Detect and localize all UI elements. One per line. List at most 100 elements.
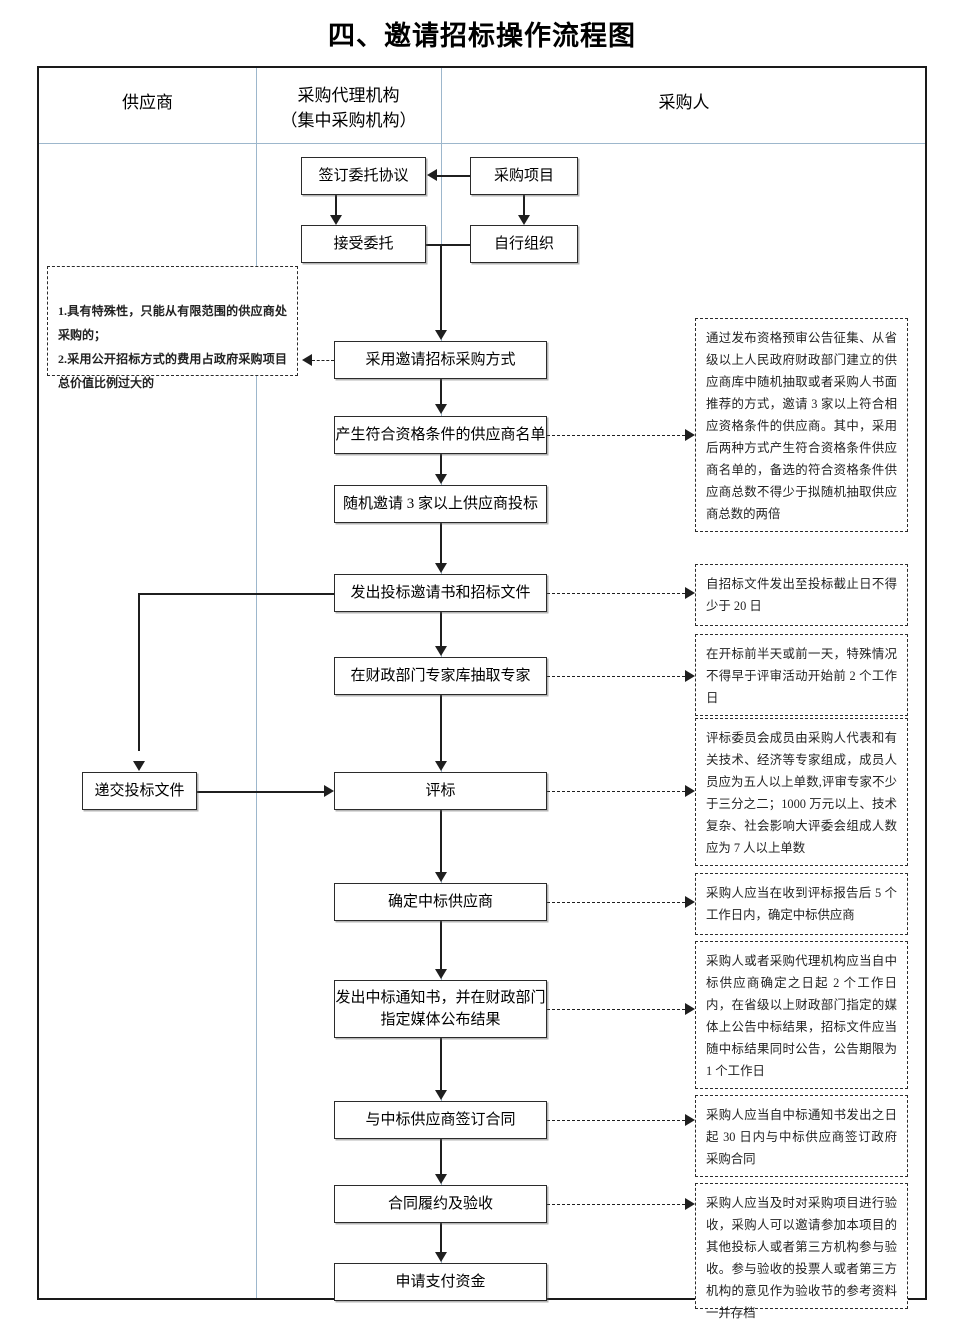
node-label: 与中标供应商签订合同 [365, 1112, 516, 1128]
connector-contract-to-acceptance [440, 1139, 442, 1174]
note-text: 采购人应当在收到评标报告后 5 个工作日内，确定中标供应商 [706, 886, 897, 922]
connector-issue-to-submit-v [138, 593, 140, 751]
arrowhead-right-to-contract-note [685, 1114, 695, 1126]
connector-evaluation-to-determine [440, 810, 442, 872]
node-contract-performance-acceptance[interactable]: 合同履约及验收 [334, 1185, 547, 1223]
connector-adopt-to-conditions-note [312, 360, 334, 361]
connector-merge-down [440, 244, 442, 331]
arrowhead-down-to-evaluation [435, 761, 447, 771]
note-text: 采购人应当及时对采购项目进行验收，采购人可以邀请参加本项目的其他投标人或者第三方… [706, 1196, 897, 1320]
arrowhead-right-to-experts-note [685, 670, 695, 682]
node-label: 接受委托 [333, 236, 394, 252]
connector-contract-to-note [547, 1120, 685, 1121]
note-supplier-list-generation: 通过发布资格预审公告征集、从省级以上人民政府财政部门建立的供应商库中随机抽取或者… [695, 318, 908, 532]
connector-adopt-to-list [440, 379, 442, 405]
node-determine-winning-supplier[interactable]: 确定中标供应商 [334, 883, 547, 921]
connector-project-to-sign [437, 175, 470, 177]
node-label: 发出中标通知书，并在财政部门 指定媒体公布结果 [335, 990, 546, 1028]
node-accept-entrust[interactable]: 接受委托 [301, 225, 426, 263]
arrowhead-down-to-notice [435, 969, 447, 979]
node-label: 采用邀请招标采购方式 [365, 352, 516, 368]
note-expert-draw-time: 在开标前半天或前一天，特殊情况不得早于评审活动开始前 2 个工作日 [695, 634, 908, 716]
note-determine-winner-time: 采购人应当在收到评标报告后 5 个工作日内，确定中标供应商 [695, 873, 908, 935]
connector-submit-to-evaluation [197, 791, 324, 793]
connector-list-to-invite [440, 454, 442, 475]
node-sign-entrust-agreement[interactable]: 签订委托协议 [301, 157, 426, 195]
arrowhead-down-to-determine [435, 872, 447, 882]
arrowhead-down-to-experts [435, 646, 447, 656]
node-draw-experts[interactable]: 在财政部门专家库抽取专家 [334, 657, 547, 695]
node-bid-evaluation[interactable]: 评标 [334, 772, 547, 810]
node-label: 申请支付资金 [395, 1274, 486, 1290]
connector-notice-to-note [547, 1009, 685, 1010]
flowchart-frame: 供应商 采购代理机构 （集中采购机构） 采购人 签订委托协议 采购项目 接受委托… [37, 66, 927, 1320]
node-label: 随机邀请 3 家以上供应商投标 [342, 496, 538, 512]
arrowhead-right-to-committee-note [685, 785, 695, 797]
node-apply-payment[interactable]: 申请支付资金 [334, 1263, 547, 1301]
lane-header-purchaser-label: 采购人 [658, 93, 710, 112]
arrowhead-down-to-payment [435, 1252, 447, 1262]
node-sign-contract[interactable]: 与中标供应商签订合同 [334, 1101, 547, 1139]
node-adopt-invited-bidding[interactable]: 采用邀请招标采购方式 [334, 341, 547, 379]
note-text: 在开标前半天或前一天，特殊情况不得早于评审活动开始前 2 个工作日 [706, 647, 897, 705]
node-label: 在财政部门专家库抽取专家 [350, 668, 531, 684]
arrowhead-down-to-contract [435, 1090, 447, 1100]
lane-header-supplier-label: 供应商 [122, 93, 173, 112]
lane-header-agency: 采购代理机构 （集中采购机构） [256, 83, 441, 133]
lane-header-supplier: 供应商 [39, 90, 256, 115]
lane-header-agency-label: 采购代理机构 [297, 86, 400, 105]
node-issue-invitation-and-documents[interactable]: 发出投标邀请书和招标文件 [334, 574, 547, 612]
node-label: 签订委托协议 [318, 168, 409, 184]
node-label: 合同履约及验收 [387, 1196, 493, 1212]
node-label: 自行组织 [493, 236, 554, 252]
note-acceptance: 采购人应当及时对采购项目进行验收，采购人可以邀请参加本项目的其他投标人或者第三方… [695, 1183, 908, 1320]
connector-notice-to-contract [440, 1038, 442, 1090]
note-announce-result: 采购人或者采购代理机构应当自中标供应商确定之日起 2 个工作日内，在省级以上财政… [695, 941, 908, 1089]
node-submit-bid-documents[interactable]: 递交投标文件 [82, 772, 197, 810]
lane-header-purchaser: 采购人 [441, 90, 927, 115]
connector-acceptance-to-payment [440, 1223, 442, 1252]
node-label: 发出投标邀请书和招标文件 [350, 585, 531, 601]
connector-experts-to-note [547, 676, 685, 677]
arrowhead-right-to-determine-note [685, 896, 695, 908]
connector-acceptance-to-note [547, 1204, 685, 1205]
note-invited-bidding-conditions: 1.具有特殊性，只能从有限范围的供应商处采购的； 2.采用公开招标方式的费用占政… [47, 266, 298, 390]
arrowhead-down-to-adopt [435, 330, 447, 340]
arrowhead-left-to-conditions-note [302, 354, 312, 366]
node-label: 采购项目 [493, 168, 554, 184]
node-label: 确定中标供应商 [387, 894, 493, 910]
arrowhead-right-to-acceptance-note [685, 1198, 695, 1210]
node-issue-award-notice[interactable]: 发出中标通知书，并在财政部门 指定媒体公布结果 [334, 980, 547, 1038]
node-self-organize[interactable]: 自行组织 [470, 225, 578, 263]
arrowhead-down-to-list [435, 404, 447, 414]
note-evaluation-committee: 评标委员会成员由采购人代表和有关技术、经济等专家组成，成员人员应为五人以上单数,… [695, 718, 908, 866]
node-label: 递交投标文件 [94, 783, 185, 799]
arrowhead-down-to-invite [435, 474, 447, 484]
arrowhead-down-to-issue [435, 563, 447, 573]
note-contract-signing-time: 采购人应当自中标通知书发出之日起 30 日内与中标供应商签订政府采购合同 [695, 1095, 908, 1177]
arrowhead-right-to-deadline-note [685, 587, 695, 599]
connector-evaluation-to-note [547, 791, 685, 792]
node-label: 评标 [425, 783, 456, 799]
node-procurement-project[interactable]: 采购项目 [470, 157, 578, 195]
arrowhead-down-to-submit [133, 761, 145, 771]
arrowhead-right-to-evaluation [324, 785, 334, 797]
note-text: 采购人应当自中标通知书发出之日起 30 日内与中标供应商签订政府采购合同 [706, 1108, 897, 1166]
connector-experts-to-evaluation [440, 695, 442, 761]
note-bid-deadline: 自招标文件发出至投标截止日不得少于 20 日 [695, 564, 908, 626]
node-generate-qualified-supplier-list[interactable]: 产生符合资格条件的供应商名单 [334, 416, 547, 454]
lane-header-agency-sublabel: （集中采购机构） [280, 111, 417, 130]
lane-divider-supplier-agency [256, 68, 257, 1298]
arrowhead-down-to-accept [330, 215, 342, 225]
connector-project-to-self-organize [523, 195, 525, 217]
connector-invite-to-issue [440, 523, 442, 564]
connector-issue-to-submit-h [138, 593, 334, 595]
connector-determine-to-notice [440, 921, 442, 969]
note-text: 通过发布资格预审公告征集、从省级以上人民政府财政部门建立的供应商库中随机抽取或者… [706, 331, 897, 521]
page-title: 四、邀请招标操作流程图 [328, 21, 636, 51]
node-label: 产生符合资格条件的供应商名单 [335, 427, 546, 443]
note-text: 1.具有特殊性，只能从有限范围的供应商处采购的； 2.采用公开招标方式的费用占政… [58, 304, 287, 390]
node-randomly-invite-three-suppliers[interactable]: 随机邀请 3 家以上供应商投标 [334, 485, 547, 523]
lane-header-rule [39, 143, 925, 144]
note-text: 采购人或者采购代理机构应当自中标供应商确定之日起 2 个工作日内，在省级以上财政… [706, 954, 897, 1078]
